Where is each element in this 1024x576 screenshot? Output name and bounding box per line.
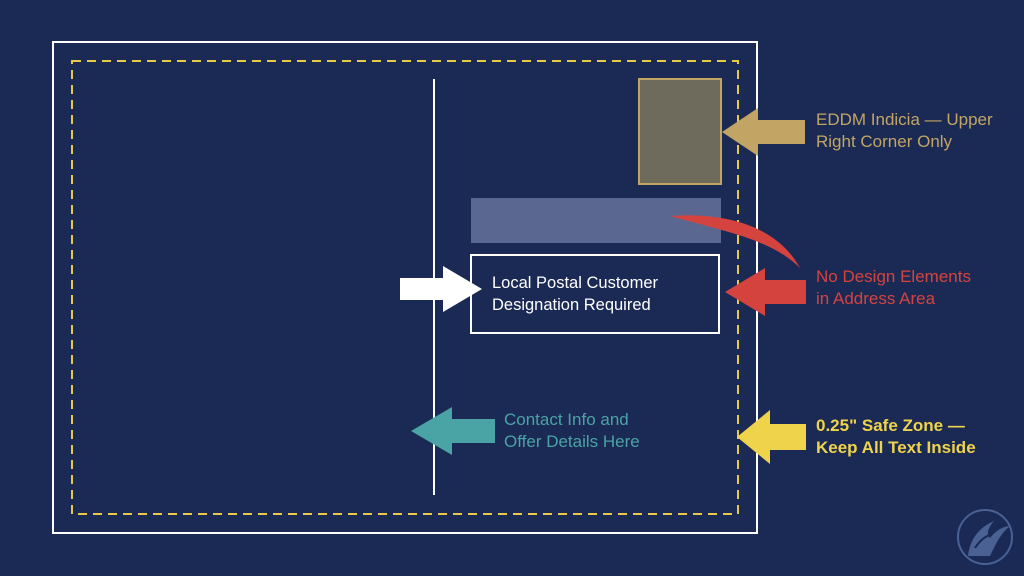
white-arrow-icon <box>400 266 482 312</box>
red-swoosh-icon <box>670 215 800 268</box>
eagle-logo-icon <box>957 509 1013 565</box>
indicia-label-line-1: EDDM Indicia — Upper <box>816 110 993 129</box>
indicia-label: EDDM Indicia — Upper Right Corner Only <box>816 109 993 153</box>
no-design-label-line-1: No Design Elements <box>816 267 971 286</box>
indicia-arrow-icon <box>722 108 805 156</box>
contact-label-line-1: Contact Info and <box>504 410 629 429</box>
contact-info-label: Contact Info and Offer Details Here <box>504 409 640 453</box>
red-arrow-icon <box>725 268 806 316</box>
safe-zone-label-line-1: 0.25" Safe Zone — <box>816 416 965 435</box>
no-design-label: No Design Elements in Address Area <box>816 266 971 310</box>
address-bar <box>471 198 721 243</box>
no-design-label-line-2: in Address Area <box>816 289 936 308</box>
address-label-line-2: Designation Required <box>492 296 651 314</box>
address-designation-label: Local Postal Customer Designation Requir… <box>492 272 658 316</box>
contact-label-line-2: Offer Details Here <box>504 432 640 451</box>
yellow-arrow-icon <box>737 410 806 464</box>
address-label-line-1: Local Postal Customer <box>492 274 658 292</box>
indicia-label-line-2: Right Corner Only <box>816 132 953 151</box>
safe-zone-label-line-2: Keep All Text Inside <box>816 438 976 457</box>
indicia-box <box>638 78 722 185</box>
safe-zone-label: 0.25" Safe Zone — Keep All Text Inside <box>816 415 976 459</box>
teal-arrow-icon <box>411 407 495 455</box>
